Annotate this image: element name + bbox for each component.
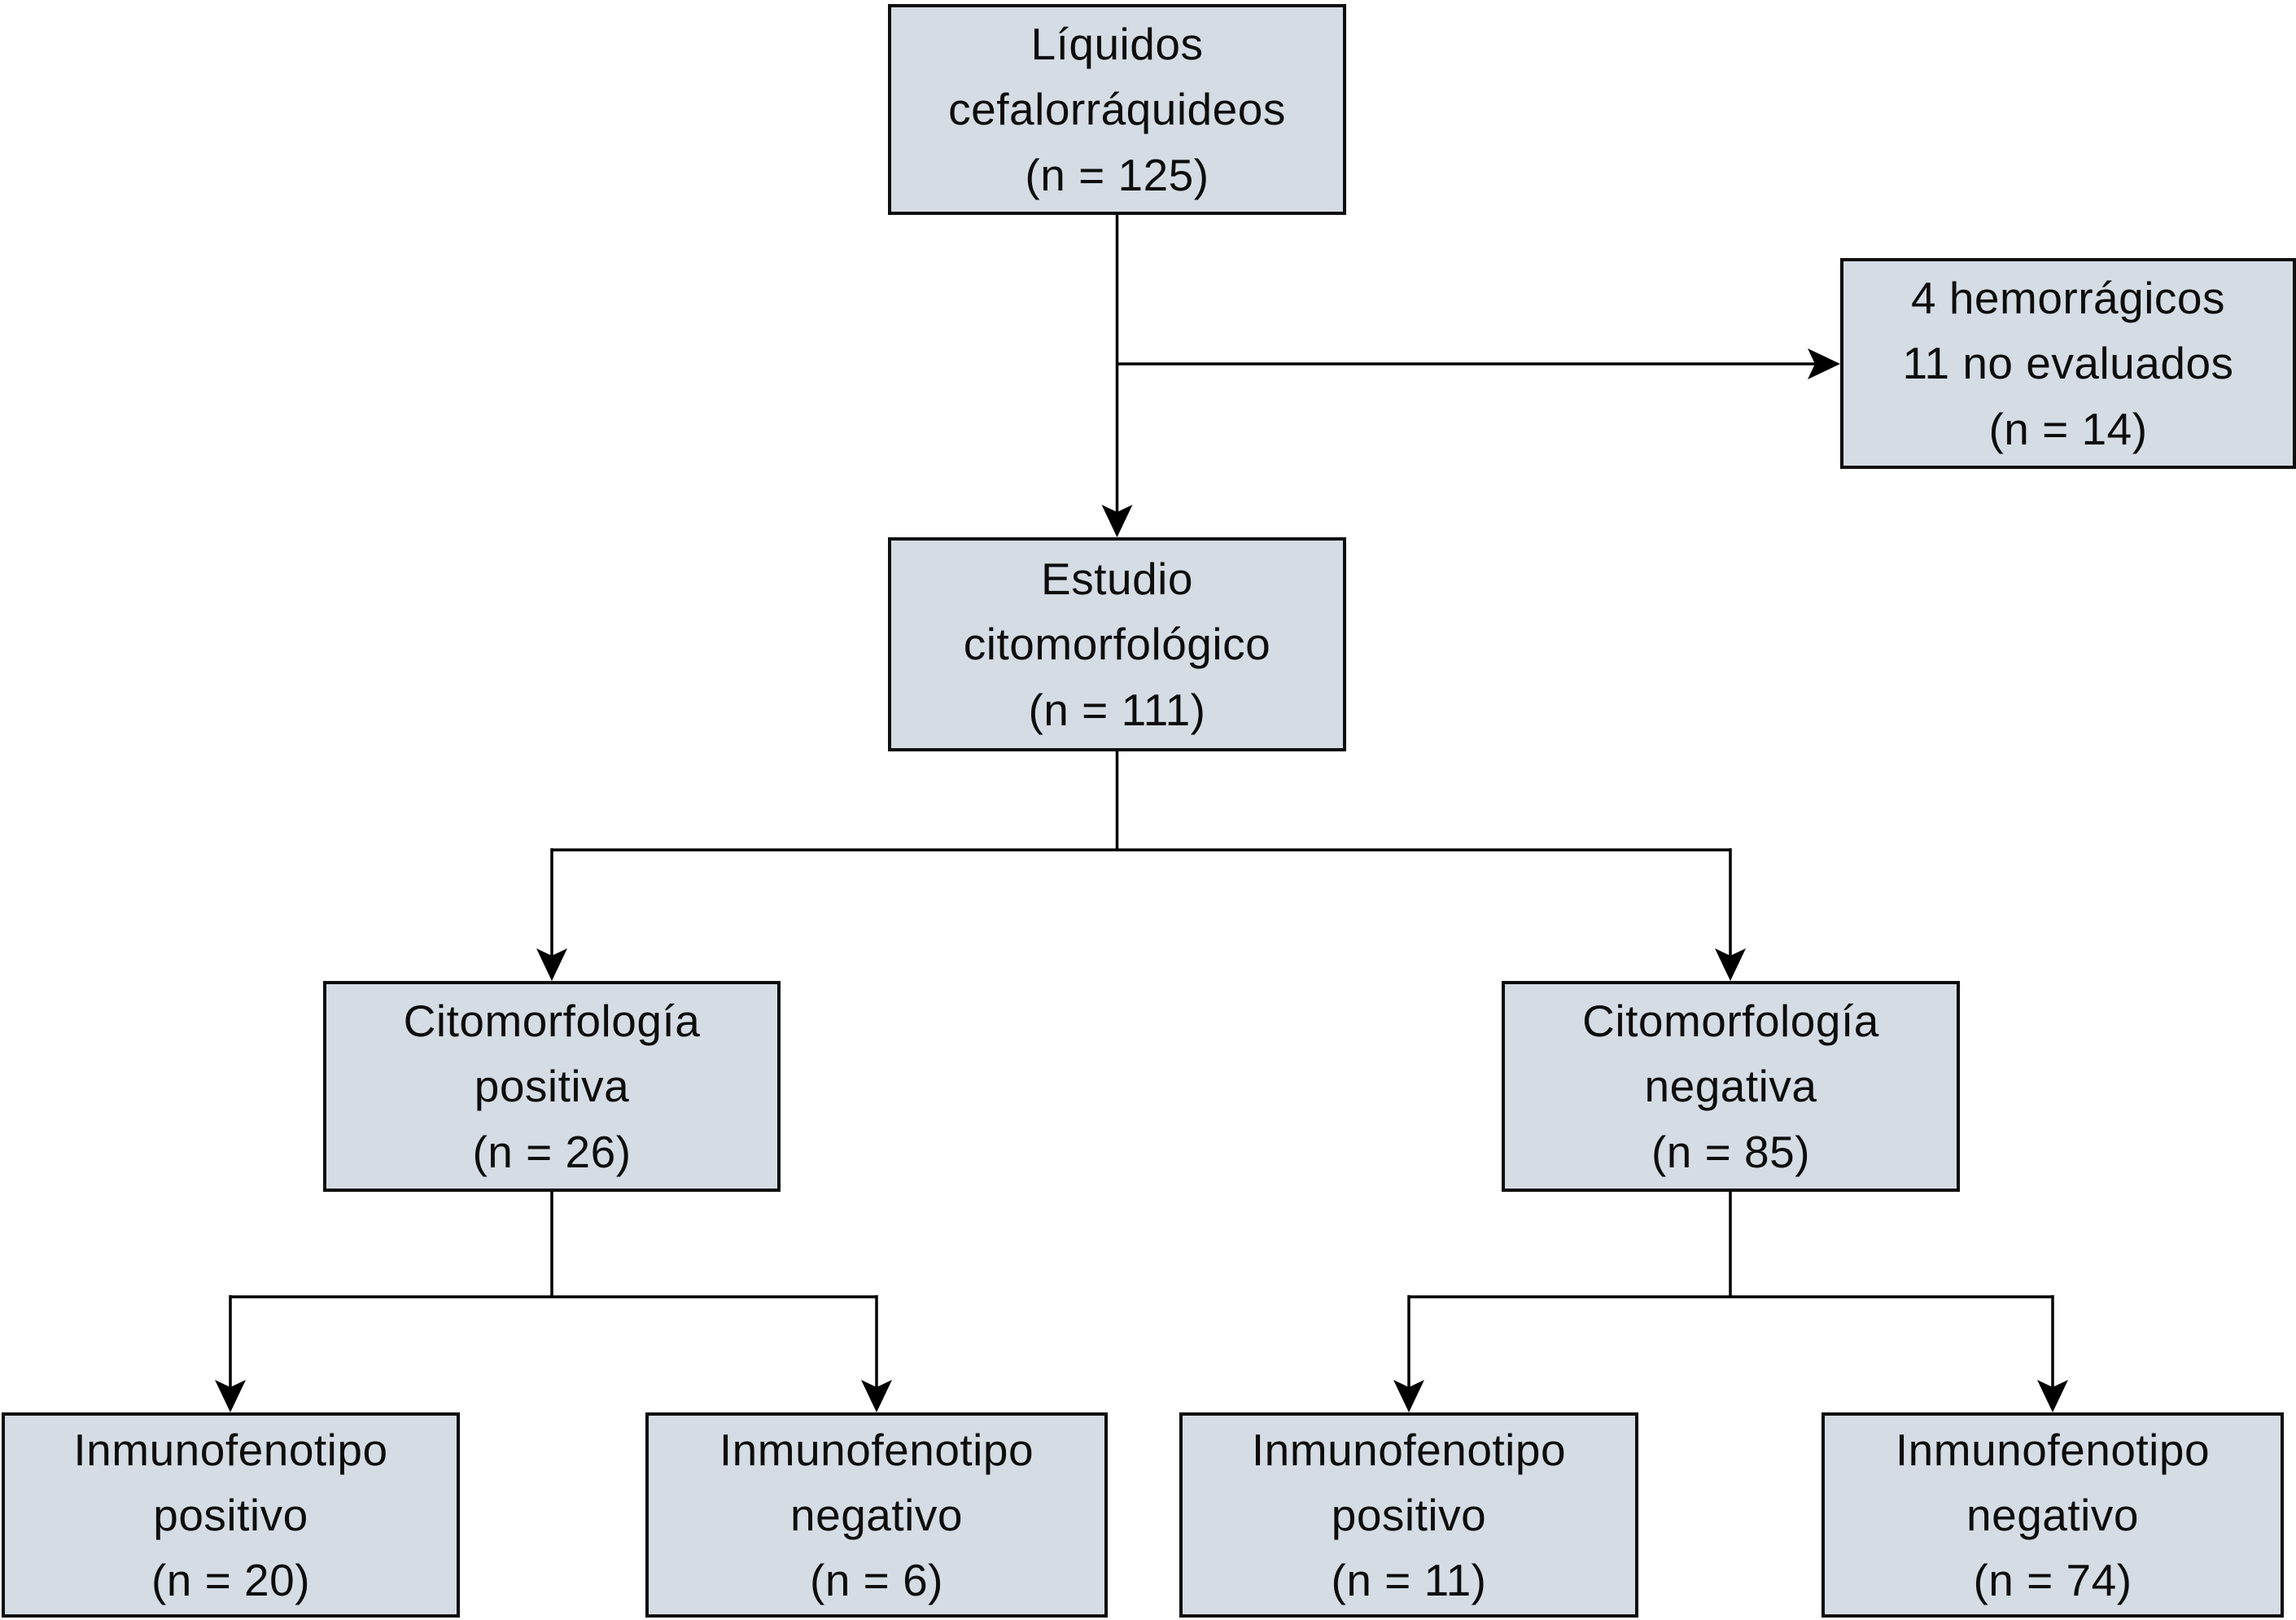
node-inmunofenotipo-negativo-izq-label: Inmunofenotipo negativo (n = 6) — [719, 1424, 1034, 1606]
node-citomorfologia-negativa-label: Citomorfología negativa (n = 85) — [1582, 996, 1879, 1177]
node-inmunofenotipo-negativo-der: Inmunofenotipo negativo (n = 74) — [1821, 1412, 2284, 1618]
edge-cyto-positive-split — [230, 1190, 877, 1298]
edge-cytology-to-cyto-negative — [1715, 848, 1746, 981]
node-inmunofenotipo-negativo-izq: Inmunofenotipo negativo (n = 6) — [645, 1412, 1108, 1618]
edge-csf-to-cytology — [1101, 215, 1133, 537]
node-citomorfologia-negativa: Citomorfología negativa (n = 85) — [1502, 981, 1960, 1192]
edge-cytology-to-cyto-positive — [536, 848, 567, 981]
edge-cytology-split — [552, 750, 1730, 852]
node-hemorragicos-no-evaluados-label: 4 hemorrágicos 11 no evaluados (n = 14) — [1902, 273, 2234, 454]
node-inmunofenotipo-positivo-izq: Inmunofenotipo positivo (n = 20) — [2, 1412, 460, 1618]
node-inmunofenotipo-positivo-der: Inmunofenotipo positivo (n = 11) — [1179, 1412, 1638, 1618]
node-citomorfologia-positiva-label: Citomorfología positiva (n = 26) — [403, 996, 701, 1177]
node-liquidos-cefalorraquideos: Líquidos cefalorráquideos (n = 125) — [888, 4, 1346, 215]
node-inmunofenotipo-negativo-der-label: Inmunofenotipo negativo (n = 74) — [1895, 1424, 2211, 1606]
node-citomorfologia-positiva: Citomorfología positiva (n = 26) — [323, 981, 781, 1192]
edge-cyto-negative-to-immuno-negative — [2037, 1295, 2068, 1412]
node-estudio-citomorfologico: Estudio citomorfológico (n = 111) — [888, 537, 1346, 751]
edge-cyto-negative-split — [1409, 1190, 2053, 1298]
node-inmunofenotipo-positivo-der-label: Inmunofenotipo positivo (n = 11) — [1251, 1424, 1567, 1606]
edge-cyto-positive-to-immuno-negative — [861, 1295, 892, 1412]
node-inmunofenotipo-positivo-izq-label: Inmunofenotipo positivo (n = 20) — [73, 1424, 388, 1606]
edge-cyto-positive-to-immuno-positive — [215, 1295, 246, 1412]
node-liquidos-cefalorraquideos-label: Líquidos cefalorráquideos (n = 125) — [948, 19, 1286, 200]
edge-cyto-negative-to-immuno-positive — [1393, 1295, 1424, 1412]
node-hemorragicos-no-evaluados: 4 hemorrágicos 11 no evaluados (n = 14) — [1840, 258, 2296, 469]
edge-csf-to-excluded — [1117, 348, 1840, 379]
node-estudio-citomorfologico-label: Estudio citomorfológico (n = 111) — [963, 554, 1271, 735]
